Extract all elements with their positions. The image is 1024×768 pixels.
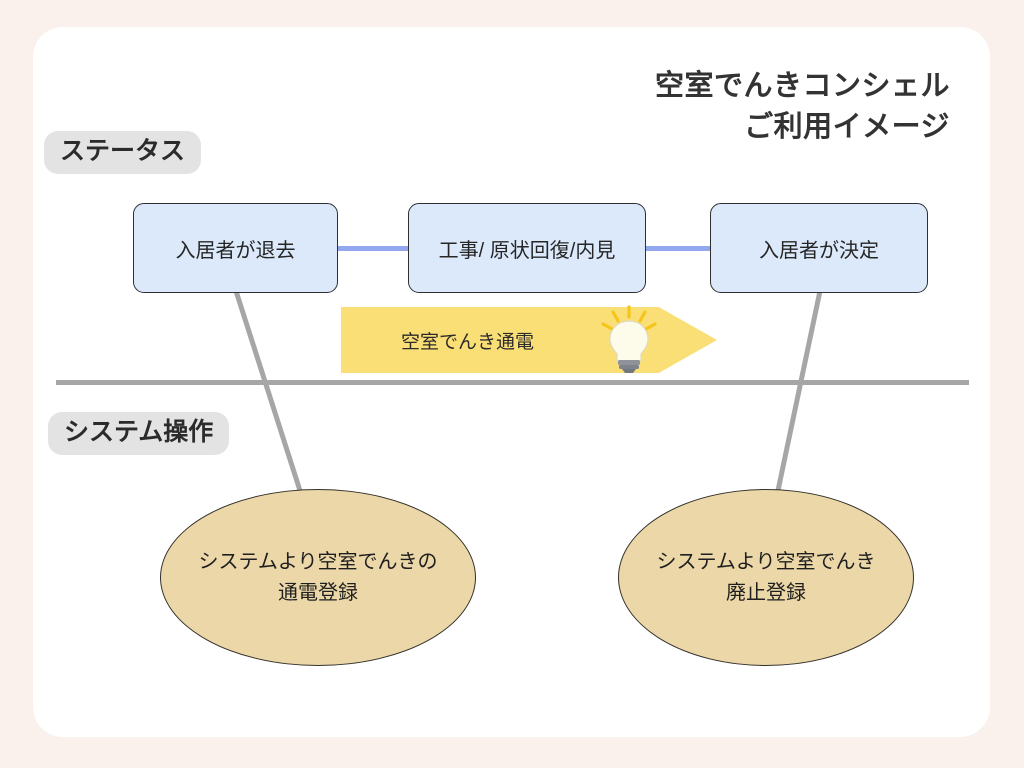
system-node-power-on-registration[interactable]: システムより空室でんきの 通電登録 bbox=[160, 489, 476, 666]
flow-connector-1-2 bbox=[338, 246, 408, 251]
callout-label: 空室でんき通電 bbox=[401, 331, 535, 353]
section-label-system: システム操作 bbox=[48, 412, 230, 455]
status-box-tenant-decided[interactable]: 入居者が決定 bbox=[710, 203, 928, 293]
lightbulb-icon bbox=[601, 305, 657, 373]
system-node-power-off-registration[interactable]: システムより空室でんき 廃止登録 bbox=[618, 489, 914, 666]
flow-connector-2-3 bbox=[646, 246, 710, 251]
status-box-tenant-move-out[interactable]: 入居者が退去 bbox=[133, 203, 338, 293]
arrow-shape bbox=[341, 307, 717, 373]
page-title: 空室でんきコンシェル ご利用イメージ bbox=[654, 70, 950, 144]
section-divider bbox=[56, 380, 969, 385]
section-label-status: ステータス bbox=[44, 131, 202, 174]
power-on-callout-arrow: 空室でんき通電 bbox=[341, 305, 717, 373]
status-box-construction-restoration-viewing[interactable]: 工事/ 原状回復/内見 bbox=[408, 203, 646, 293]
